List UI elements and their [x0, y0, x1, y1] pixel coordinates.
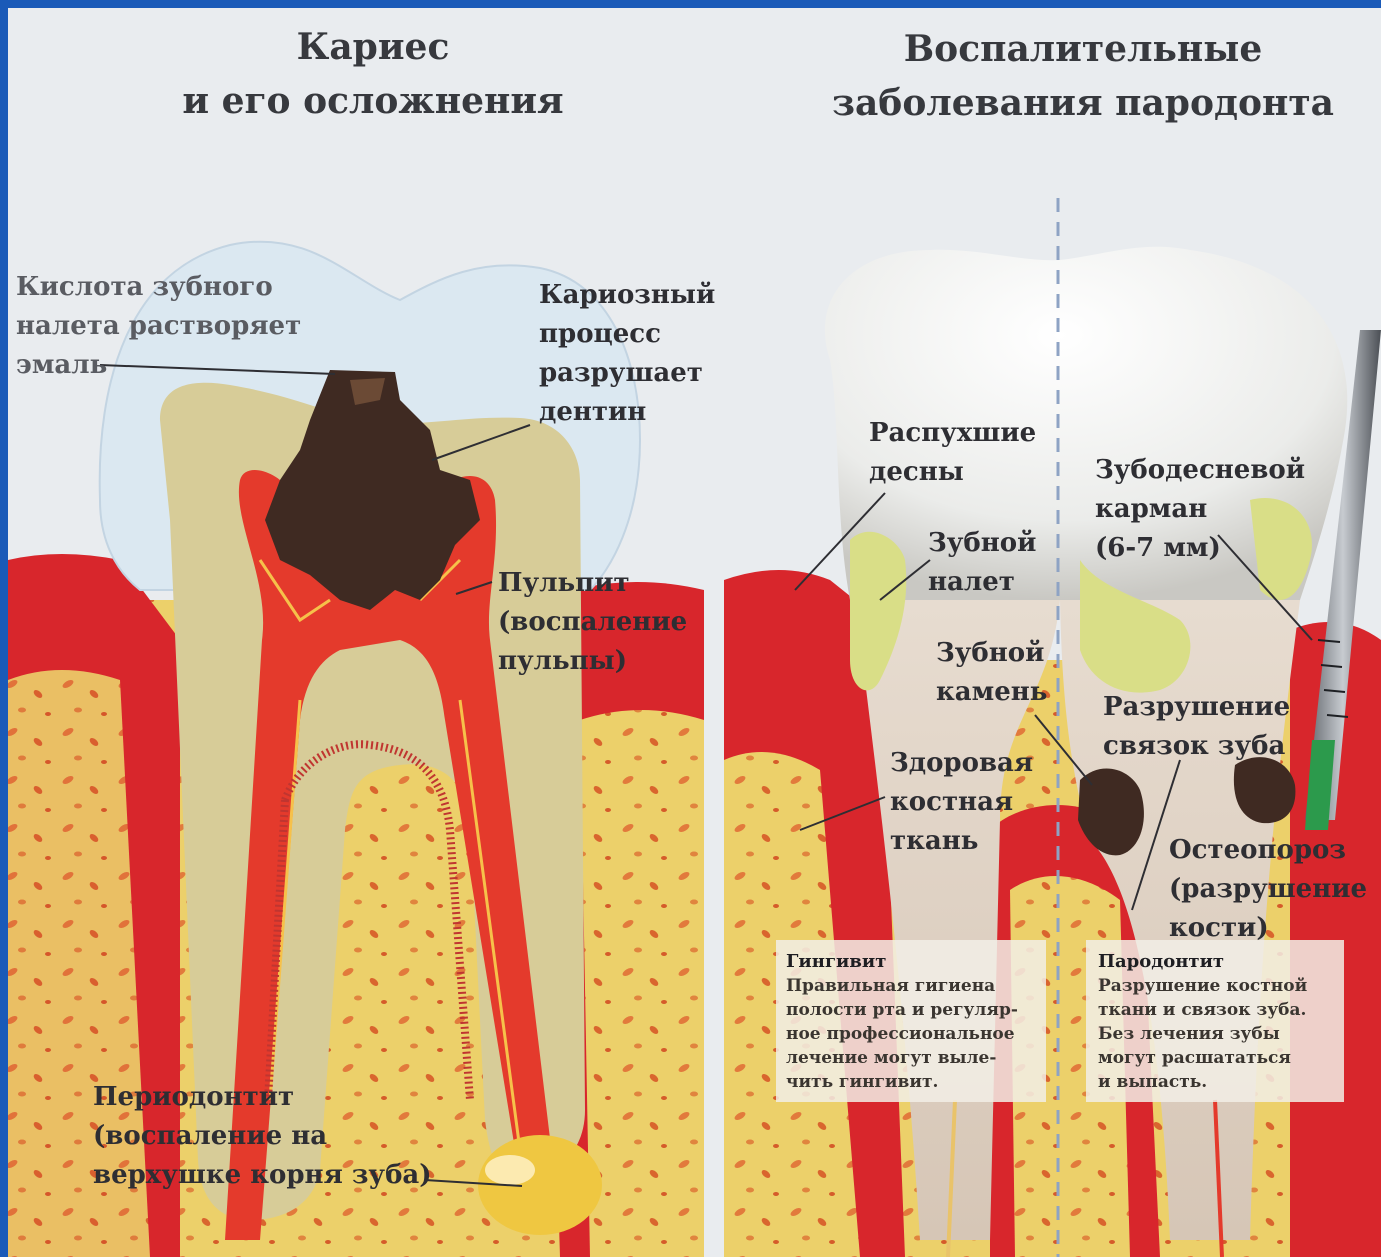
gingivitis-note: Гингивит Правильная гигиена полости рта … [786, 950, 1018, 1094]
label-swollen-gums: Распухшие десны [869, 414, 1036, 492]
label-calculus: Зубной камень [936, 634, 1047, 712]
caries-title-line-1: Кариес [158, 20, 588, 74]
label-gum-pocket: Зубодесневой карман (6-7 мм) [1095, 451, 1305, 568]
label-ligament-destruction: Разрушение связок зуба [1103, 688, 1290, 766]
label-acid-enamel: Кислота зубного налета растворяет эмаль [16, 268, 301, 385]
label-healthy-bone: Здоровая костная ткань [890, 744, 1033, 861]
periodontitis-note-heading: Пародонтит [1098, 950, 1307, 974]
periodontal-title-line-2: заболевания пародонта [798, 76, 1368, 130]
periodontitis-note: Пародонтит Разрушение костной ткани и св… [1098, 950, 1307, 1094]
label-pulpitis: Пульпит (воспаление пульпы) [498, 564, 687, 681]
label-caries-process: Кариозный процесс разрушает дентин [539, 276, 715, 432]
gingivitis-note-heading: Гингивит [786, 950, 1018, 974]
illustration-frame: Кариес и его осложнения Воспалительные з… [8, 8, 1381, 1257]
periodontal-title-line-1: Воспалительные [798, 22, 1368, 76]
label-plaque: Зубной налет [928, 524, 1036, 602]
label-periodontitis-root: Периодонтит (воспаление на верхушке корн… [93, 1078, 432, 1195]
caries-title: Кариес и его осложнения [158, 20, 588, 128]
periodontal-title: Воспалительные заболевания пародонта [798, 22, 1368, 130]
label-osteoporosis: Остеопороз (разрушение кости) [1169, 831, 1367, 948]
panel-divider [704, 560, 724, 1257]
caries-title-line-2: и его осложнения [158, 74, 588, 128]
